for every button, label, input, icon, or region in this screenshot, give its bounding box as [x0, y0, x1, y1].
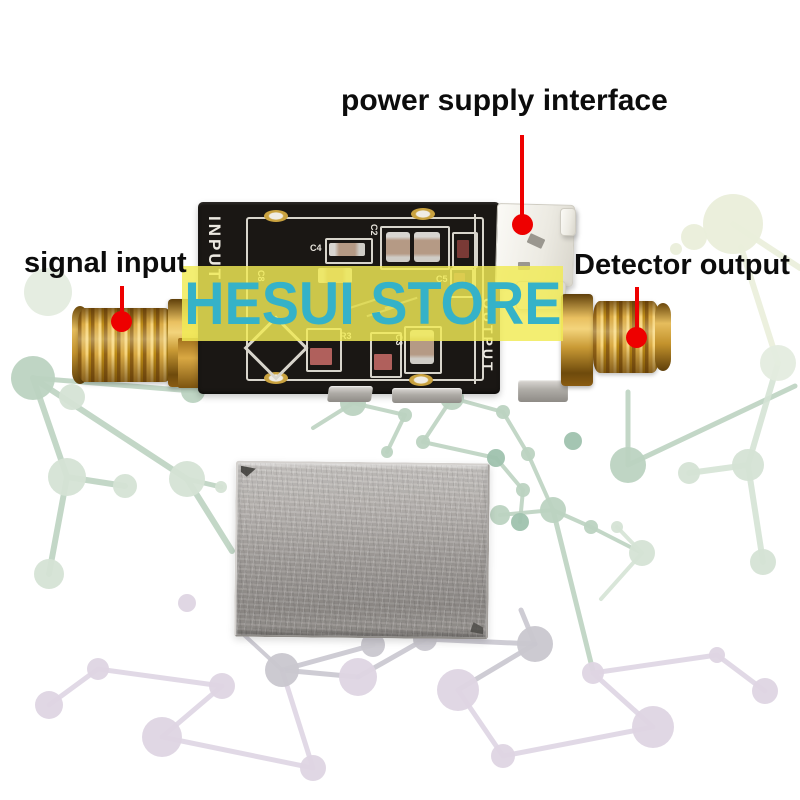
- solder-tab: [518, 380, 568, 402]
- mount-pad: [409, 374, 433, 386]
- label-power-supply-interface: power supply interface: [341, 84, 668, 117]
- shield-box: [234, 460, 490, 640]
- annotation-line-detector: [635, 287, 639, 332]
- silkscreen-label-c4: C4: [310, 243, 322, 253]
- pcb-input-label: INPUT: [205, 216, 224, 282]
- sma-right-hex-nut: [561, 294, 593, 386]
- silkscreen-label-c2: C2: [369, 224, 379, 236]
- label-detector-output: Detector output: [574, 249, 790, 281]
- mount-pad: [264, 210, 288, 222]
- jst-connector-tab: [560, 208, 576, 236]
- annotation-dot-signal: [111, 311, 132, 332]
- component-outline-c4: [325, 238, 373, 264]
- component-r3: [310, 348, 332, 365]
- label-signal-input: signal input: [24, 247, 187, 279]
- capacitor-c2-a: [386, 232, 410, 262]
- solder-tab: [326, 386, 374, 402]
- annotation-line-power: [520, 135, 524, 217]
- annotation-dot-detector: [626, 327, 647, 348]
- solder-tab: [392, 388, 462, 403]
- watermark-band: HESUI STORE: [182, 266, 563, 341]
- capacitor-c4: [329, 243, 365, 256]
- mount-pad: [264, 372, 288, 384]
- annotation-line-signal: [120, 286, 124, 316]
- watermark-text: HESUI STORE: [183, 270, 562, 337]
- sma-right-end-ring: [655, 303, 671, 371]
- mount-pad: [411, 208, 435, 220]
- capacitor-c2-b: [414, 232, 440, 262]
- component-dark: [457, 240, 469, 258]
- annotation-dot-power: [512, 214, 533, 235]
- component-mid: [374, 354, 392, 370]
